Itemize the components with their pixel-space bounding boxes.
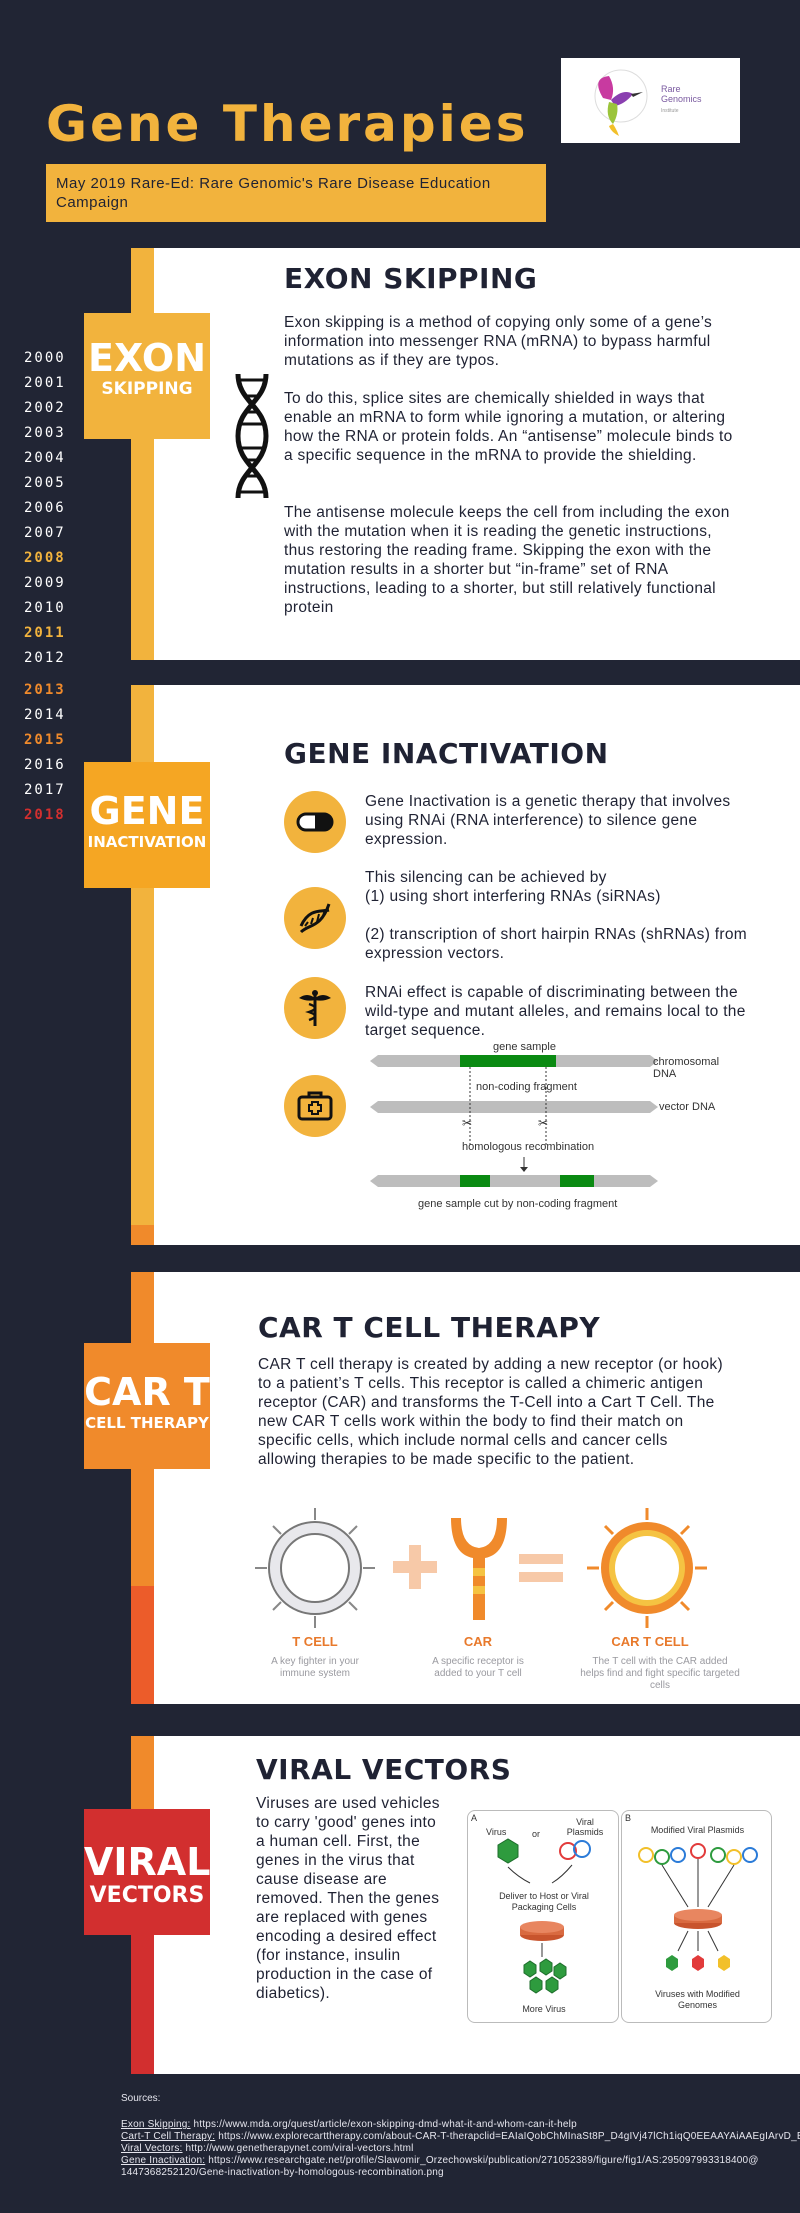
viral-heading: VIRAL VECTORS [256, 1753, 512, 1786]
t-cell-caption: A key fighter in your immune system [271, 1656, 359, 1679]
first-aid-kit-icon [297, 1091, 333, 1121]
viral-vectors-tab: VIRAL VECTORS [84, 1809, 210, 1935]
homologous-recombination-label: homologous recombination [462, 1141, 595, 1153]
svg-text:✂: ✂ [462, 1116, 472, 1130]
gene-paragraph-3: RNAi effect is capable of discriminating… [365, 984, 746, 1039]
gene-paragraph-1: Gene Inactivation is a genetic therapy t… [365, 793, 731, 848]
car-timeline-bar-end [131, 1586, 154, 1704]
timeline-year: 2013 [24, 682, 66, 698]
or-label: or [532, 1829, 541, 1839]
exon-paragraph-1: Exon skipping is a method of copying onl… [284, 314, 713, 369]
gene-paragraph-2a: This silencing can be achieved by [365, 869, 607, 886]
viral-vectors-panel [154, 1736, 800, 2074]
timeline-year: 2014 [24, 707, 66, 723]
timeline-year: 2018 [24, 807, 66, 823]
car-paragraph: CAR T cell therapy is created by adding … [258, 1356, 723, 1468]
capsule-icon-circle [284, 791, 346, 853]
timeline-year: 2004 [24, 450, 66, 466]
capsule-icon [296, 812, 334, 832]
chromosomal-dna-label: chromosomal DNA [653, 1056, 720, 1080]
source-exon[interactable]: Exon Skipping: https://www.mda.org/quest… [121, 2119, 577, 2130]
timeline-year: 2006 [24, 500, 66, 516]
car-t-cell-icon [587, 1508, 707, 1628]
timeline-year: 2009 [24, 575, 66, 591]
exon-skipping-tab: EXON SKIPPING [84, 313, 210, 439]
car-label: CAR [463, 1634, 493, 1649]
gene-heading: GENE INACTIVATION [284, 737, 609, 770]
sources-section: Sources: Exon Skipping: https://www.mda.… [121, 2093, 800, 2179]
viral-figure-b: B Modified Viral Plasmids Viruses with M… [621, 1810, 772, 2023]
vector-dna-label: vector DNA [659, 1101, 716, 1113]
car-receptor-icon [451, 1518, 507, 1620]
rare-genomics-logo: Rare Genomics Institute [561, 58, 740, 143]
more-virus-label: More Virus [522, 2004, 566, 2014]
logo-text: Rare Genomics Institute [661, 84, 702, 114]
deliver-label: Deliver to Host or Viral Packaging Cells [499, 1891, 589, 1912]
car-t-panel [154, 1272, 800, 1704]
caduceus-icon [299, 990, 331, 1026]
modified-genomes-label: Viruses with Modified Genomes [655, 1989, 740, 2010]
timeline-year: 2002 [24, 400, 66, 416]
car-t-cell-label: CAR T CELL [611, 1634, 689, 1649]
dna-helix-icon [235, 373, 269, 499]
source-car-t[interactable]: Cart-T Cell Therapy: https://www.explore… [121, 2131, 800, 2142]
plus-icon [393, 1545, 437, 1589]
dna-icon-circle [284, 887, 346, 949]
figure-a-letter: A [471, 1813, 478, 1823]
gene-inactivation-panel [154, 685, 800, 1245]
timeline-year: 2008 [24, 550, 66, 566]
car-t-cell-illustration [255, 1508, 707, 1628]
car-heading: CAR T CELL THERAPY [258, 1311, 601, 1344]
gene-timeline-bar-end [131, 1225, 154, 1245]
timeline-year: 2007 [24, 525, 66, 541]
gene-inactivation-tab: GENE INACTIVATION [84, 762, 210, 888]
viral-figure-a: A Virus or Viral Plasmids Deliver to Hos… [467, 1810, 619, 2023]
timeline-year: 2000 [24, 350, 66, 366]
timeline-year: 2016 [24, 757, 66, 773]
viral-paragraph: Viruses are used vehicles to carry 'good… [256, 1795, 440, 2002]
car-t-tab: CAR T CELL THERAPY [84, 1343, 210, 1469]
dna-icon [299, 903, 331, 934]
timeline-year: 2015 [24, 732, 66, 748]
figure-b-letter: B [625, 1813, 632, 1823]
gene-paragraph-2b: (1) using short interfering RNAs (siRNAs… [365, 888, 661, 905]
source-gene[interactable]: Gene Inactivation: https://www.researchg… [121, 2155, 759, 2178]
caduceus-icon-circle [284, 977, 346, 1039]
non-coding-fragment-label: non-coding fragment [476, 1081, 577, 1093]
campaign-banner: May 2019 Rare-Ed: Rare Genomic's Rare Di… [46, 164, 546, 222]
timeline-year: 2017 [24, 782, 66, 798]
virus-label: Virus [486, 1827, 507, 1837]
timeline-year: 2012 [24, 650, 66, 666]
car-t-cell-caption: The T cell with the CAR added helps find… [580, 1656, 740, 1691]
timeline-year: 2003 [24, 425, 66, 441]
gene-paragraph-2c: (2) transcription of short hairpin RNAs … [365, 926, 747, 962]
equals-icon [519, 1554, 563, 1582]
timeline-year: 2011 [24, 625, 66, 641]
modified-plasmids-label: Modified Viral Plasmids [650, 1825, 745, 1835]
exon-paragraph-2: To do this, splice sites are chemically … [284, 390, 733, 464]
homologous-recombination-diagram: ✂ ✂ gene sample chromosomal DNA non-codi… [370, 1041, 740, 1215]
exon-paragraph-3: The antisense molecule keeps the cell fr… [284, 504, 730, 616]
exon-heading: EXON SKIPPING [284, 262, 538, 295]
car-caption: A specific receptor is added to your T c… [432, 1656, 524, 1679]
viral-plasmids-label: Viral Plasmids [566, 1817, 604, 1837]
source-viral[interactable]: Viral Vectors: http://www.genetherapynet… [121, 2143, 414, 2154]
timeline-year: 2005 [24, 475, 66, 491]
svg-text:✂: ✂ [538, 1116, 548, 1130]
gene-sample-label: gene sample [493, 1041, 556, 1053]
hummingbird-icon [594, 69, 648, 136]
gene-sample-cut-label: gene sample cut by non-coding fragment [418, 1198, 618, 1210]
first-aid-kit-icon-circle [284, 1075, 346, 1137]
t-cell-icon [255, 1508, 375, 1628]
timeline-year: 2010 [24, 600, 66, 616]
timeline-year: 2001 [24, 375, 66, 391]
sources-label: Sources: [121, 2093, 161, 2104]
t-cell-label: T CELL [292, 1634, 338, 1649]
exon-timeline-bar [131, 248, 154, 660]
page-title: Gene Therapies [46, 95, 529, 153]
